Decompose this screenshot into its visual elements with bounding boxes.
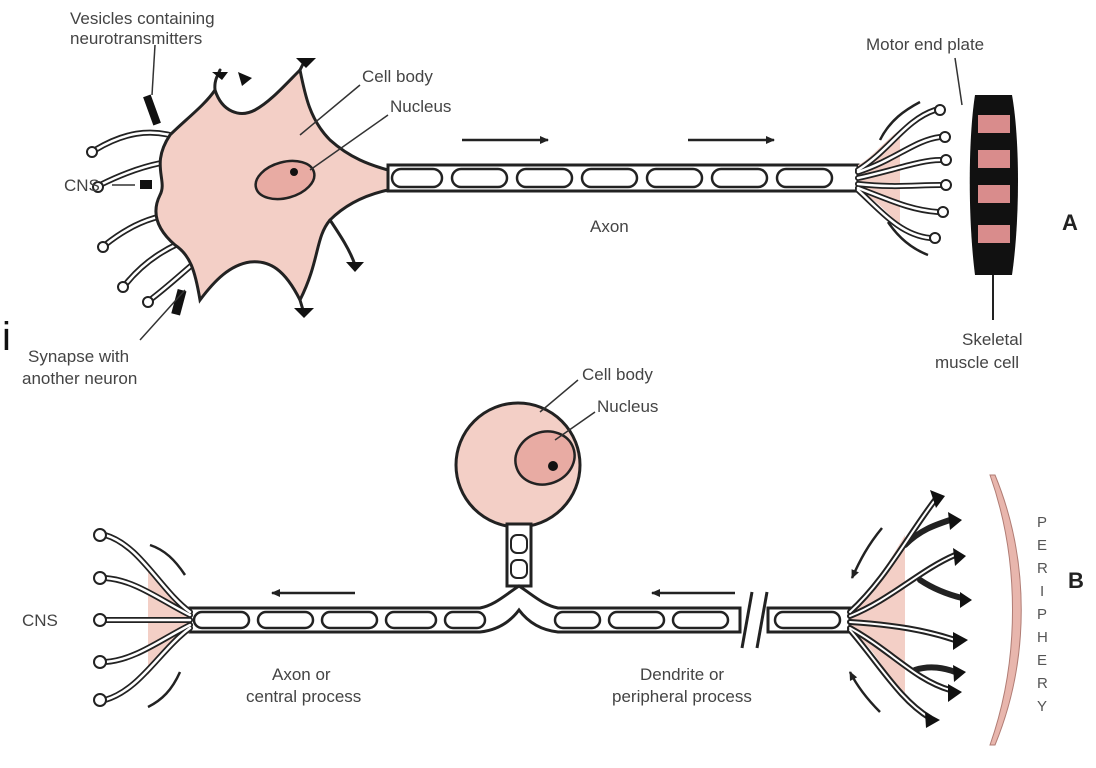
skeletal-label-line1: Skeletal: [962, 330, 1022, 349]
axon-a: [388, 165, 858, 191]
axon-label-b-line1: Axon or: [272, 665, 331, 684]
nucleolus-b: [548, 461, 558, 471]
break-marks: [742, 592, 767, 648]
dendrite-label-line1: Dendrite or: [640, 665, 724, 684]
periphery-letter: R: [1037, 675, 1049, 692]
axon-label-a: Axon: [590, 217, 629, 236]
edge-glyph: i: [2, 315, 11, 359]
axon-label-b-line2: central process: [246, 687, 361, 706]
panel-a-motor-neuron: Vesicles containing neurotransmitters Ce…: [22, 9, 1078, 388]
panel-b-sensory-neuron: Cell body Nucleus CNS Axon or central pr…: [22, 365, 1084, 745]
periphery-letter: H: [1037, 629, 1049, 646]
synapse-label-line1: Synapse with: [28, 347, 129, 366]
stem-process: [507, 524, 531, 586]
nucleus-label-a: Nucleus: [390, 97, 451, 116]
cell-body-label-a: Cell body: [362, 67, 433, 86]
cns-knobs-b: [94, 529, 106, 706]
vesicles-label-line2: neurotransmitters: [70, 29, 202, 48]
periphery-letter: Y: [1037, 698, 1048, 715]
skeletal-label-line2: muscle cell: [935, 353, 1019, 372]
cns-label-b: CNS: [22, 611, 58, 630]
skeletal-muscle-cell: [970, 95, 1018, 320]
panel-letter-b: B: [1068, 568, 1084, 593]
motor-end-plate-label: Motor end plate: [866, 35, 984, 54]
periphery-arc: [990, 475, 1021, 745]
periphery-letter: E: [1037, 537, 1048, 554]
periphery-letter: R: [1037, 560, 1049, 577]
periphery-letter: P: [1037, 606, 1048, 623]
peripheral-axon-b: [768, 608, 850, 632]
terminal-knobs-a: [930, 105, 951, 243]
periphery-label: P E R I P H E R Y: [1037, 514, 1049, 715]
nucleolus-a: [290, 168, 298, 176]
cell-body-label-b: Cell body: [582, 365, 653, 384]
periphery-letter: E: [1037, 652, 1048, 669]
synaptic-knobs-a: [87, 147, 153, 307]
periphery-letter: P: [1037, 514, 1048, 531]
periphery-letter: I: [1040, 583, 1045, 600]
cns-label-a: CNS: [64, 176, 100, 195]
nucleus-label-b: Nucleus: [597, 397, 658, 416]
vesicles-label-line1: Vesicles containing: [70, 9, 215, 28]
synapse-label-line2: another neuron: [22, 369, 137, 388]
dendrite-label-line2: peripheral process: [612, 687, 752, 706]
panel-letter-a: A: [1062, 210, 1078, 235]
